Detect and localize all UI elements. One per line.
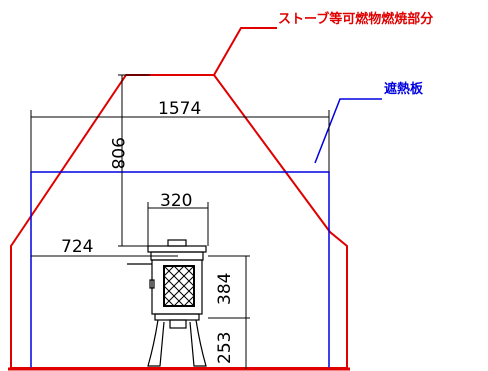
dim-stove-body-height-label: 384	[215, 273, 235, 305]
dim-stove-body-height	[208, 255, 250, 319]
stove-drawing	[127, 239, 207, 367]
stove-top-plate	[147, 245, 207, 253]
dim-stove-width-label: 320	[160, 191, 192, 211]
combustible-zone-outline	[10, 27, 348, 369]
dim-height-to-shield	[118, 74, 150, 247]
heat-shield	[30, 98, 382, 368]
dim-height-to-shield-label: 908	[107, 137, 127, 169]
heat-shield-outline	[30, 171, 330, 368]
dim-stove-width	[147, 202, 209, 246]
dim-shield-width-label: 1574	[158, 99, 201, 119]
combustible-zone-polyline	[10, 74, 348, 369]
dim-side-clearance-label: 724	[61, 237, 93, 257]
stove-top-handle	[167, 239, 187, 247]
stove-right-leg	[189, 319, 207, 367]
combustible-zone-leader	[213, 27, 277, 76]
stove-side-knob	[149, 279, 155, 289]
combustible-zone-label: ストーブ等可燃物燃焼部分	[278, 11, 433, 27]
stove-left-leg	[147, 319, 165, 367]
stove-window-lattice	[163, 265, 195, 307]
dim-shield-width	[30, 110, 330, 172]
heat-shield-leader	[314, 98, 382, 164]
dim-leg-height-label: 253	[215, 332, 235, 364]
heat-shield-label: 遮熱板	[384, 81, 424, 97]
stove-base	[154, 313, 200, 321]
stove-ash-pan	[169, 319, 187, 329]
